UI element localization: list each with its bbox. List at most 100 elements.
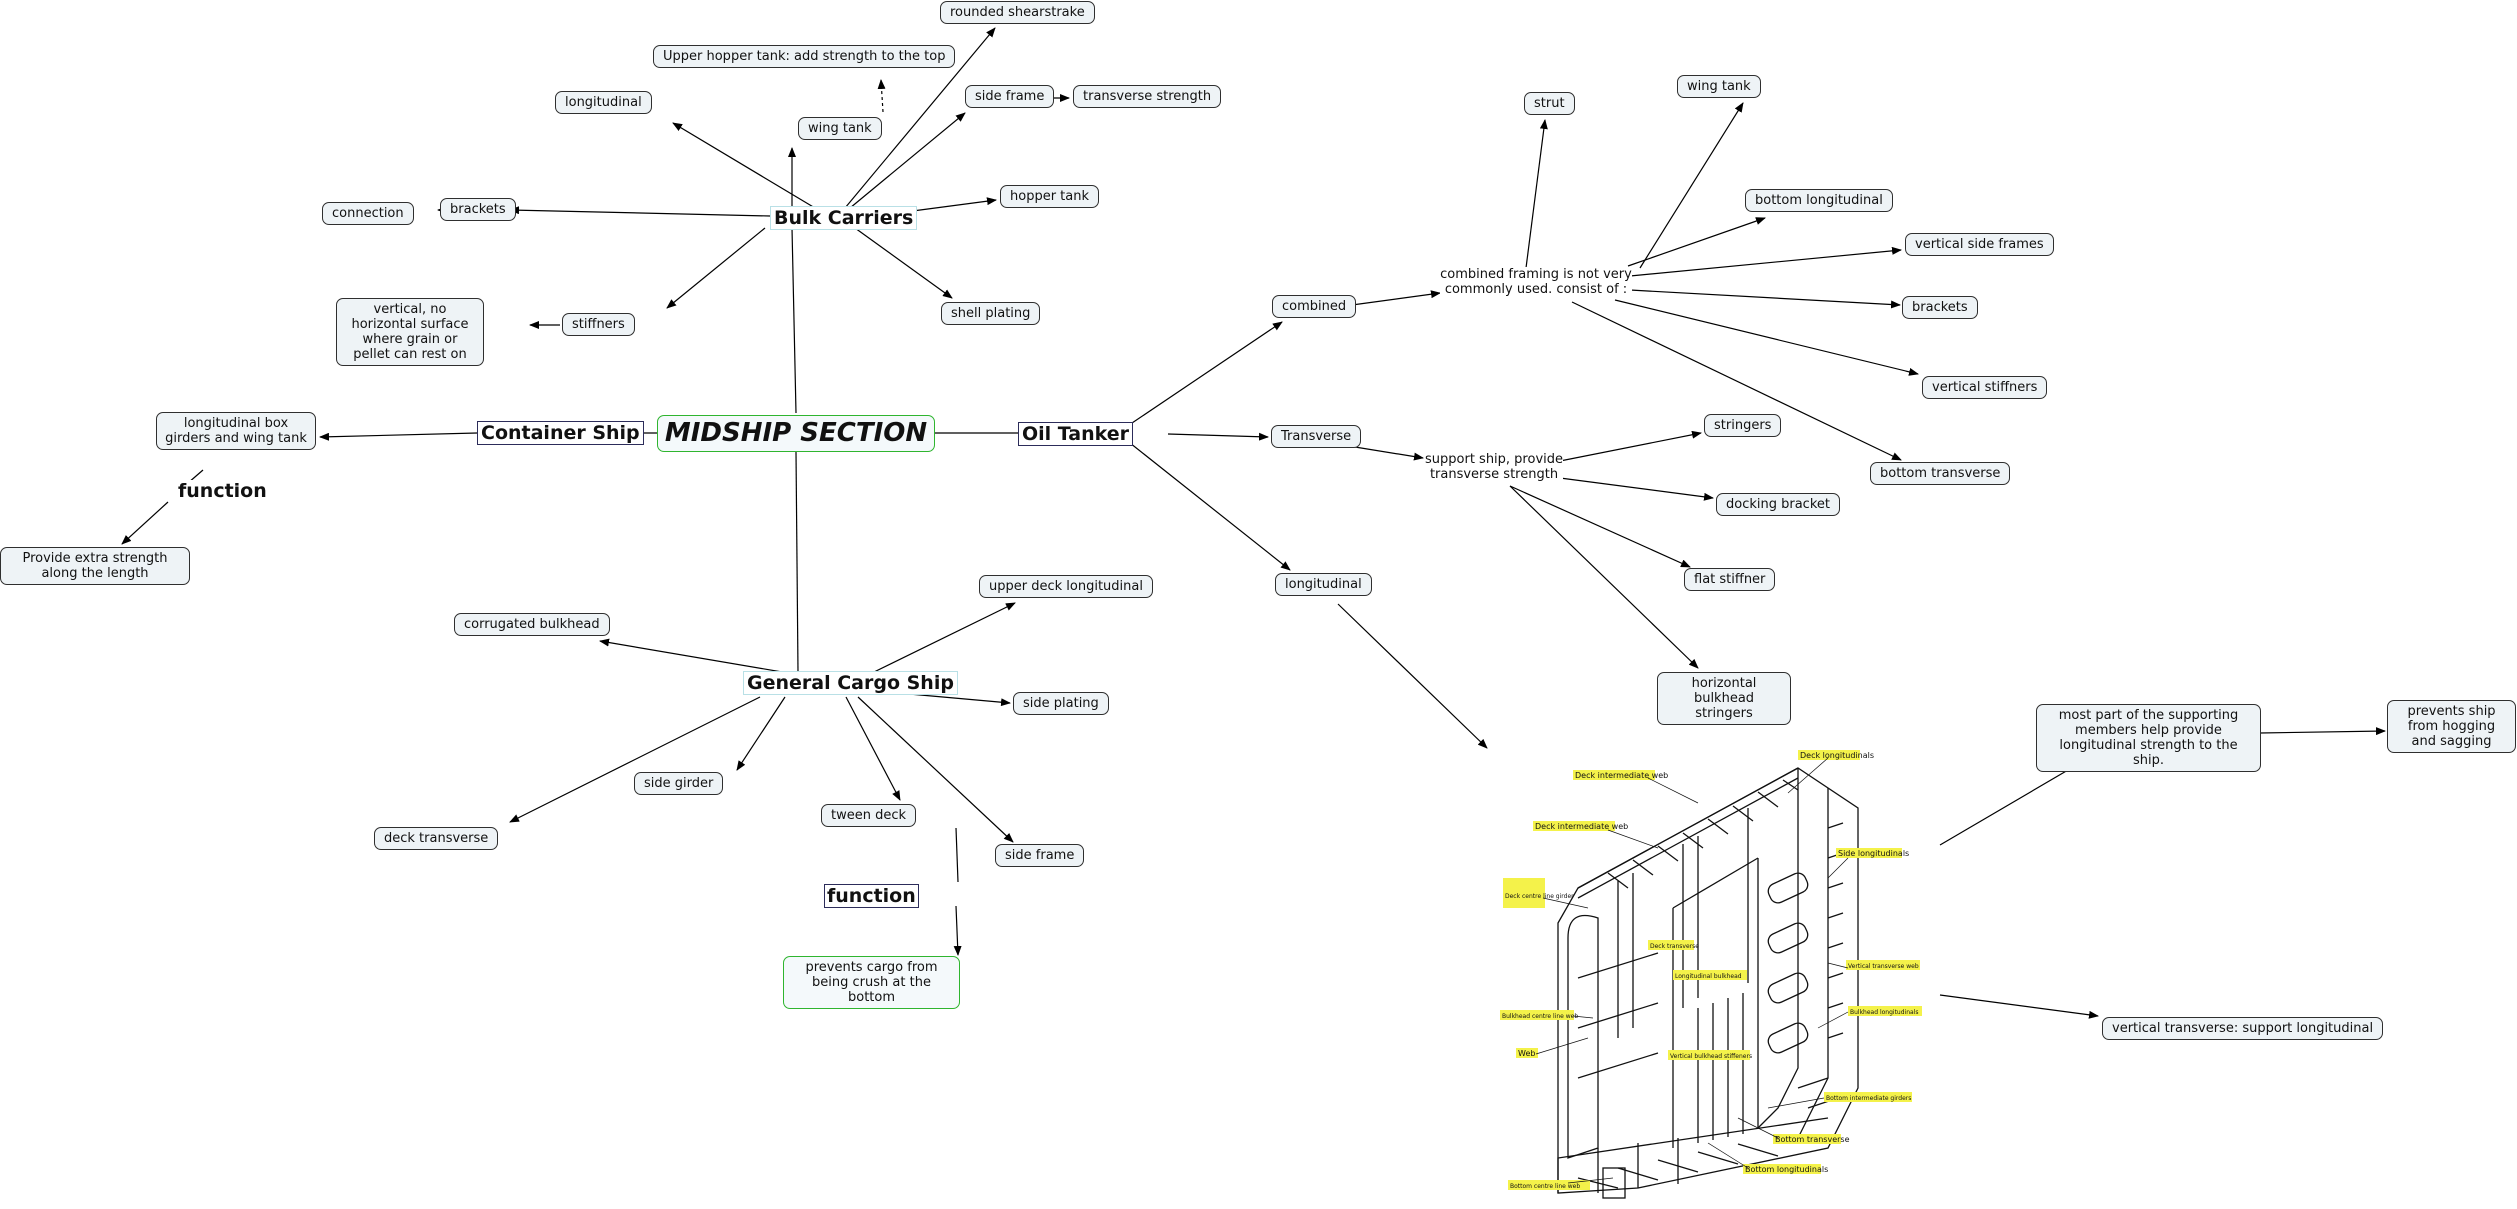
topic-general-cargo-ship[interactable]: General Cargo Ship [743, 671, 958, 695]
edge-oil-longitudinal [1129, 442, 1291, 571]
node-horizontal-bulkhead-stringers[interactable]: horizontal bulkhead stringers [1657, 672, 1791, 725]
fig-label-bottom-centre-line-web: Bottom centre line web [1510, 1183, 1580, 1190]
node-tween-deck[interactable]: tween deck [821, 804, 917, 827]
fig-label-deck-intermediate-web-1: Deck intermediate web [1575, 771, 1668, 780]
node-strut[interactable]: strut [1524, 92, 1575, 115]
node-connection[interactable]: connection [322, 202, 414, 225]
node-stiffners[interactable]: stiffners [562, 313, 635, 336]
edge-transverse-note [1354, 446, 1424, 461]
edge-general-sidegirder [736, 696, 786, 771]
node-oil-longitudinal[interactable]: longitudinal [1275, 573, 1372, 596]
fig-label-deck-intermediate-web-2: Deck intermediate web [1535, 822, 1628, 831]
node-deck-transverse[interactable]: deck transverse [374, 827, 499, 850]
node-transverse-note[interactable]: support ship, provide transverse strengt… [1425, 452, 1564, 482]
edge-note-bottomlong [1627, 217, 1766, 267]
node-bulk-wing-tank[interactable]: wing tank [798, 117, 882, 140]
fig-label-bulkhead-centre-line-web: Bulkhead centre line web [1502, 1013, 1578, 1020]
fig-label-deck-centre-line-girder: Deck centre line girder [1505, 893, 1574, 900]
node-box-girders[interactable]: longitudinal box girders and wing tank [156, 412, 316, 450]
node-general-side-frame[interactable]: side frame [995, 844, 1085, 867]
node-vertical-stiffners[interactable]: vertical stiffners [1922, 376, 2048, 399]
edge-function-prevents [953, 905, 962, 956]
edge-tnote-stringers [1559, 430, 1702, 462]
edge-tnote-horizontal [1509, 485, 1699, 669]
node-transverse[interactable]: Transverse [1271, 425, 1362, 448]
fig-label-web: Web [1518, 1049, 1535, 1058]
edge-longitudinal-figure [1337, 603, 1488, 749]
fig-label-bottom-longitudinals: Bottom longitudinals [1745, 1165, 1828, 1174]
edge-bulk-brackets [509, 206, 771, 217]
edge-general-sideframe [857, 696, 1014, 843]
container-function-label[interactable]: function [178, 480, 267, 502]
edge-oil-combined [1131, 321, 1283, 424]
edge-general-upperdeck [871, 602, 1016, 674]
edge-center-bulk [791, 227, 797, 414]
edge-tnote-docking [1559, 477, 1714, 501]
edge-bulk-sideframe [849, 112, 966, 209]
edge-note-verticalstiff [1614, 299, 1919, 376]
node-hogging-sagging[interactable]: prevents ship from hogging and sagging [2387, 700, 2516, 753]
edge-bulk-longitudinal [672, 122, 816, 209]
node-side-girder[interactable]: side girder [634, 772, 724, 795]
general-function-label[interactable]: function [824, 884, 919, 908]
topic-oil-tanker[interactable]: Oil Tanker [1018, 422, 1134, 446]
edge-wingtank-upperhopper [877, 79, 886, 113]
node-transverse-strength[interactable]: transverse strength [1073, 85, 1222, 108]
tanker-midship-section-figure: Deck longitudinals Deck intermediate web… [1500, 750, 1922, 1199]
node-bottom-longitudinal[interactable]: bottom longitudinal [1745, 189, 1893, 212]
edge-note-verticalside [1629, 246, 1902, 277]
node-side-plating[interactable]: side plating [1013, 692, 1109, 715]
edge-bulk-hoppertank [904, 197, 997, 213]
edge-tnote-flat [1509, 485, 1691, 568]
edge-function-text [121, 501, 169, 545]
edge-center-general [795, 451, 799, 673]
topic-bulk-carriers[interactable]: Bulk Carriers [770, 206, 918, 230]
node-hopper-tank[interactable]: hopper tank [1000, 185, 1100, 208]
edge-tweendeck-function [955, 827, 959, 883]
edge-note-wingtank [1639, 102, 1744, 269]
node-bulk-longitudinal[interactable]: longitudinal [555, 91, 652, 114]
edge-general-corrugated [599, 638, 789, 674]
node-oil-wing-tank[interactable]: wing tank [1677, 75, 1761, 98]
node-upper-hopper-tank[interactable]: Upper hopper tank: add strength to the t… [653, 45, 956, 68]
node-supporting-members[interactable]: most part of the supporting members help… [2036, 704, 2261, 772]
fig-label-bulkhead-longitudinals: Bulkhead longitudinals [1850, 1009, 1918, 1016]
fig-label-vertical-transverse-web: Vertical transverse web [1848, 963, 1919, 970]
node-flat-stiffner[interactable]: flat stiffner [1684, 568, 1776, 591]
node-prevents-crush[interactable]: prevents cargo from being crush at the b… [783, 956, 960, 1009]
edge-note-strut [1525, 119, 1548, 269]
edge-general-tweendeck [845, 696, 901, 801]
node-docking-bracket[interactable]: docking bracket [1716, 493, 1840, 516]
edge-general-decktransverse [509, 696, 761, 823]
node-upper-deck-longitudinal[interactable]: upper deck longitudinal [979, 575, 1153, 598]
node-extra-strength[interactable]: Provide extra strength along the length [0, 547, 190, 585]
node-stringers[interactable]: stringers [1704, 414, 1782, 437]
node-combined[interactable]: combined [1272, 295, 1357, 318]
edge-supporting-hogging [2259, 727, 2386, 736]
node-bulk-brackets[interactable]: brackets [440, 198, 516, 221]
node-vertical-transverse[interactable]: vertical transverse: support longitudina… [2102, 1017, 2384, 1040]
node-combined-note[interactable]: combined framing is not very commonly us… [1440, 267, 1632, 297]
node-rounded-shearstrake[interactable]: rounded shearstrake [940, 1, 1095, 24]
node-shell-plating[interactable]: shell plating [941, 302, 1041, 325]
edge-combined-note [1351, 290, 1441, 306]
edge-figure-verticaltrans [1939, 994, 2099, 1019]
edge-container-girders [319, 432, 478, 441]
edge-note-bottomtrans [1571, 301, 1902, 461]
fig-label-longitudinal-bulkhead: Longitudinal bulkhead [1675, 973, 1742, 980]
edge-bulk-shellplating [854, 227, 953, 299]
node-bulk-side-frame[interactable]: side frame [965, 85, 1055, 108]
node-vertical-side-frames[interactable]: vertical side frames [1905, 233, 2054, 256]
fig-label-bottom-intermediate-girders: Bottom intermediate girders [1826, 1095, 1911, 1102]
node-bottom-transverse[interactable]: bottom transverse [1870, 462, 2011, 485]
edge-note-brackets [1629, 289, 1901, 309]
fig-label-vertical-bulkhead-stiffeners: Vertical bulkhead stiffeners [1670, 1053, 1752, 1060]
edge-oil-transverse [1167, 432, 1269, 441]
node-vertical-surface-note[interactable]: vertical, no horizontal surface where gr… [336, 298, 484, 366]
edge-figure-supporting [1939, 762, 2081, 846]
node-oil-brackets[interactable]: brackets [1902, 296, 1978, 319]
central-topic[interactable]: MIDSHIP SECTION [657, 415, 935, 452]
topic-container-ship[interactable]: Container Ship [477, 421, 644, 445]
node-corrugated-bulkhead[interactable]: corrugated bulkhead [454, 613, 610, 636]
